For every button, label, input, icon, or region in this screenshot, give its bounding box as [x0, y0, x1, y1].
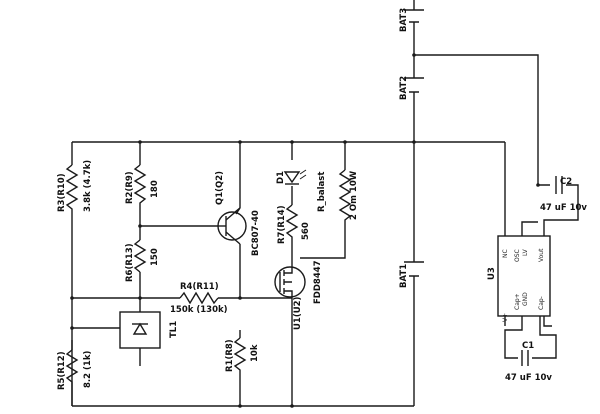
- r6-name: R6(R13): [125, 243, 135, 282]
- r2-value: 180: [150, 180, 160, 198]
- regulator-tl1: TL1: [119, 311, 179, 349]
- u3-name: U3: [487, 267, 497, 280]
- battery-bat1: BAT1: [399, 261, 424, 288]
- resistor-r3: R3(R10) 3.8k (4.7k): [57, 160, 93, 215]
- transistor-q1: Q1(Q2) BC807-40: [215, 171, 261, 256]
- battery-bat2: BAT2: [399, 76, 424, 100]
- r3-name: R3(R10): [57, 173, 67, 212]
- r4-name: R4(R11): [180, 282, 219, 292]
- r7-value: 560: [301, 222, 311, 240]
- u3-pin-capminus: Cap-: [538, 296, 545, 310]
- u3-pin-gnd: GND: [522, 292, 529, 306]
- q1-name: Q1(Q2): [215, 171, 225, 205]
- tl1-name: TL1: [169, 321, 179, 338]
- q1-part: BC807-40: [251, 210, 261, 256]
- resistor-r4: R4(R11) 150k (130k): [170, 282, 228, 315]
- resistor-r5: R5(R12) 8.2 (1k): [57, 349, 93, 390]
- resistor-r1: R1(R8) 10k: [225, 337, 260, 372]
- capacitor-c2: C2 47 uF 10v: [540, 176, 587, 213]
- r6-value: 150: [150, 248, 160, 266]
- bat1-label: BAT1: [399, 264, 409, 288]
- u3-pin-vplus: V+: [502, 313, 509, 322]
- r4-value: 150k (130k): [170, 305, 228, 315]
- c2-name: C2: [560, 177, 572, 187]
- u3-pin-osc: OSC: [514, 249, 521, 262]
- r5-value: 8.2 (1k): [83, 351, 93, 388]
- resistor-r7: R7(R14) 560: [277, 204, 311, 244]
- capacitor-c1: C1 47 uF 10v: [505, 341, 552, 383]
- d1-name: D1: [276, 171, 286, 184]
- r7-name: R7(R14): [277, 205, 287, 244]
- u3-pin-capplus: Cap+: [514, 293, 521, 310]
- u1-part: FDD8447: [313, 260, 323, 304]
- r1-name: R1(R8): [225, 339, 235, 372]
- r-ballast-value: 2 Om 10W: [349, 170, 359, 220]
- battery-bat3: BAT3: [399, 8, 424, 32]
- r-ballast-name: R_balast: [317, 172, 327, 212]
- ic-u3: NC V+ OSC LV Vout Cap+ GND Cap- U3: [487, 235, 551, 322]
- c1-value: 47 uF 10v: [505, 373, 552, 383]
- junction-dots: [70, 53, 540, 408]
- resistor-r6: R6(R13) 150: [125, 239, 160, 282]
- r5-name: R5(R12): [57, 351, 67, 390]
- r1-value: 10k: [250, 344, 260, 362]
- resistor-r-ballast: R_balast 2 Om 10W: [317, 169, 359, 225]
- bat3-label: BAT3: [399, 8, 409, 32]
- r2-name: R2(R9): [125, 171, 135, 204]
- diode-d1: D1: [276, 169, 307, 185]
- u3-pin-nc: NC: [502, 249, 509, 258]
- bat2-label: BAT2: [399, 76, 409, 100]
- c2-value: 47 uF 10v: [540, 203, 587, 213]
- u1-name: U1(U2): [293, 296, 303, 330]
- resistor-r2: R2(R9) 180: [125, 164, 160, 205]
- c1-name: C1: [522, 341, 534, 351]
- mosfet-u1: U1(U2) FDD8447: [274, 260, 323, 330]
- u3-pin-vout: Vout: [538, 248, 545, 262]
- u3-pin-lv: LV: [522, 248, 529, 256]
- wiring: [71, 0, 579, 407]
- r3-value: 3.8k (4.7k): [83, 160, 93, 212]
